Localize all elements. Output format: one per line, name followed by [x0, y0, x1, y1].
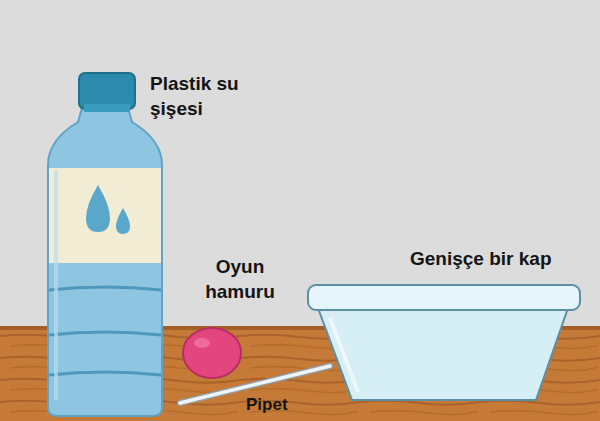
part-label: Oyun hamuru [190, 255, 290, 304]
wide-container [308, 285, 580, 400]
part-label: Genişçe bir kap [410, 247, 595, 272]
play-dough [183, 328, 241, 378]
water-bottle [48, 73, 162, 416]
part-label: Plastik su şişesi [150, 72, 268, 121]
part-label: Pipet [246, 394, 326, 416]
